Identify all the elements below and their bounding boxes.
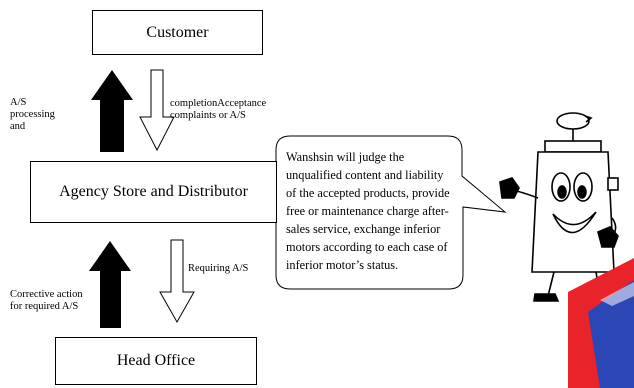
- motor-mascot-icon: [499, 112, 619, 302]
- speech-bubble-text: Wanshsin will judge the unqualified cont…: [286, 148, 456, 274]
- as-processing-line: and: [10, 121, 26, 132]
- arrow-up-corrective: [89, 241, 131, 328]
- bubble-line: unqualified content and liability: [286, 168, 444, 182]
- head-office-label: Head Office: [116, 352, 196, 369]
- bubble-line: motors according to each case of: [286, 240, 448, 254]
- bubble-line: free or maintenance charge after-: [286, 204, 449, 218]
- as-processing-label: A/S processing and: [10, 97, 55, 133]
- completion-line: completionAcceptance: [170, 98, 267, 109]
- as-processing-line: processing: [10, 109, 55, 120]
- requiring-as-label: Requiring A/S: [188, 263, 248, 275]
- customer-box: Customer: [92, 10, 263, 55]
- bubble-line: of the accepted products, provide: [286, 186, 450, 200]
- requiring-line: Requiring A/S: [188, 263, 249, 274]
- completion-line: complaints or A/S: [170, 110, 246, 121]
- corrective-action-label: Corrective action for required A/S: [10, 289, 83, 313]
- corrective-line: Corrective action: [10, 289, 83, 300]
- bubble-line: sales service, exchange inferior: [286, 222, 441, 236]
- bubble-line: Wanshsin will judge the: [286, 150, 405, 164]
- bubble-line: inferior motor’s status.: [286, 258, 399, 272]
- completion-complaints-label: completionAcceptance complaints or A/S: [170, 98, 266, 122]
- head-office-box: Head Office: [55, 337, 257, 385]
- arrow-up-as-processing: [91, 70, 133, 152]
- arrow-down-requiring: [159, 239, 195, 324]
- agency-store-box: Agency Store and Distributor: [30, 161, 277, 223]
- corrective-line: for required A/S: [10, 301, 79, 312]
- arrow-down-complaints: [139, 69, 175, 152]
- agency-store-label: Agency Store and Distributor: [59, 183, 248, 200]
- brand-logo-icon: [568, 258, 634, 388]
- speech-bubble: [275, 135, 507, 290]
- customer-label: Customer: [146, 23, 209, 41]
- as-processing-line: A/S: [10, 97, 27, 108]
